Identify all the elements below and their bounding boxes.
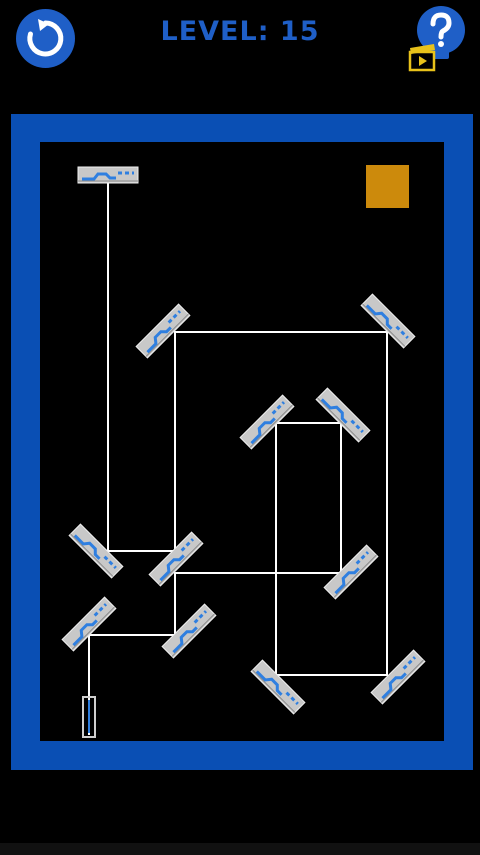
hint-button[interactable] [405, 4, 471, 76]
video-clapper-icon [408, 44, 436, 72]
restart-button[interactable] [16, 9, 75, 68]
restart-icon [16, 9, 75, 68]
mirror[interactable] [160, 602, 218, 660]
game-board [40, 142, 444, 741]
laser-emitter [82, 696, 96, 738]
board-canvas [60, 165, 427, 738]
mirror[interactable] [249, 658, 307, 716]
mirror[interactable] [76, 165, 140, 185]
mirror[interactable] [314, 386, 372, 444]
laser-beam [88, 175, 388, 735]
target-square [366, 165, 409, 208]
hint-question-icon [417, 6, 465, 59]
bottom-bar [0, 843, 480, 855]
game-board-frame [11, 114, 473, 770]
level-indicator: LEVEL: 15 [160, 16, 320, 47]
mirror[interactable] [369, 648, 427, 706]
